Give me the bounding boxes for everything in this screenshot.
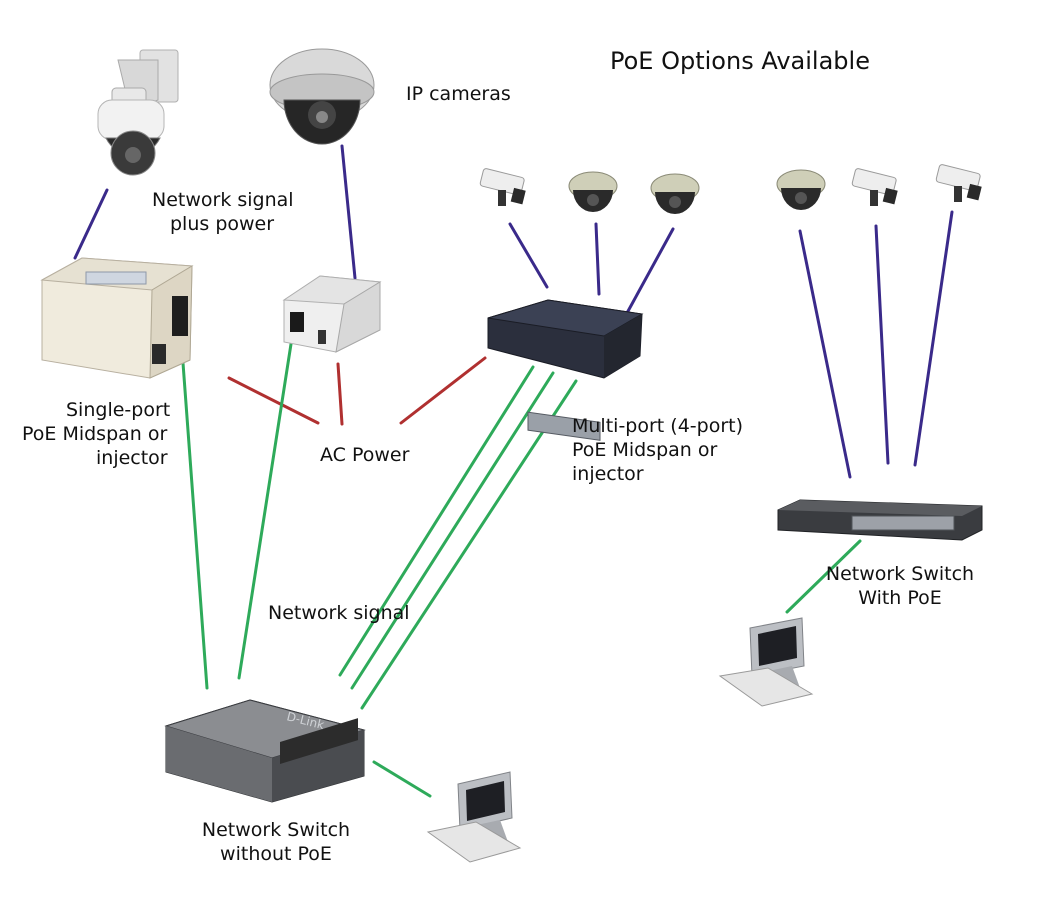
cam3-to-midspan-line — [625, 227, 675, 315]
power-over-ethernet-lines — [73, 144, 954, 479]
desktop-computer-icon-2 — [718, 617, 814, 707]
cam4-to-poe-switch-line — [798, 229, 852, 479]
single-injector-data-line — [181, 361, 209, 690]
small-injector-data-line — [237, 342, 293, 680]
switch-without-poe-label: Network Switch without PoE — [186, 818, 366, 866]
label-line: With PoE — [858, 587, 942, 609]
midspan-data-line-2 — [350, 371, 555, 690]
cam1-to-midspan-line — [508, 222, 549, 289]
desktop-computer-icon — [426, 771, 522, 863]
label-line: injector — [572, 463, 644, 485]
label-line: plus power — [170, 213, 275, 235]
box-camera-icon — [935, 164, 982, 202]
cam6-to-poe-switch-line — [913, 210, 954, 467]
box-camera-icon — [479, 168, 526, 206]
network-signal-plus-power-label: Network signal plus power — [152, 188, 312, 236]
ptz-to-injector-line — [73, 188, 109, 260]
poe-injector-icon — [282, 275, 382, 353]
network-signal-label: Network signal — [268, 602, 410, 624]
small-injector-power-line — [336, 362, 344, 426]
multiport-midspan-label: Multi-port (4-port) PoE Midspan or injec… — [572, 414, 762, 486]
ac-power-lines — [227, 356, 487, 426]
label-line: PoE Midspan or — [572, 439, 718, 461]
label-line: without PoE — [220, 843, 332, 865]
midspan-power-line — [399, 356, 487, 425]
poe-switch-to-pc-line — [785, 539, 862, 614]
label-line: Network Switch — [201, 819, 351, 841]
switch-with-poe-label: Network Switch With PoE — [810, 562, 990, 610]
switch-to-pc-line — [372, 760, 432, 798]
ac-power-label: AC Power — [320, 444, 410, 466]
cam2-to-midspan-line — [594, 222, 601, 296]
label-line: PoE Midspan or — [22, 423, 168, 445]
ip-camera-group — [479, 164, 982, 214]
cam5-to-poe-switch-line — [874, 224, 890, 465]
dome-camera-icon — [269, 48, 375, 145]
label-line: Single-port — [66, 399, 171, 421]
network-switch-icon: D-Link — [164, 699, 366, 803]
dome-to-injector-line — [340, 144, 357, 280]
poe-network-switch-icon — [777, 499, 983, 541]
midspan-data-line-3 — [360, 379, 578, 710]
ptz-camera-icon — [97, 49, 179, 176]
network-signal-lines — [181, 342, 862, 798]
label-line: Network Switch — [825, 563, 975, 585]
single-port-midspan-label: Single-port PoE Midspan or injector — [22, 398, 182, 470]
single-port-injector-icon — [40, 257, 194, 379]
dome-camera-icon — [650, 173, 700, 214]
multiport-midspan-icon — [487, 299, 644, 441]
label-line: injector — [96, 447, 168, 469]
ip-cameras-label: IP cameras — [406, 83, 511, 105]
single-injector-power-line — [227, 376, 320, 425]
midspan-data-line-1 — [338, 365, 535, 677]
diagram-title: PoE Options Available — [610, 47, 870, 75]
label-line: Network signal — [152, 189, 294, 211]
label-line: Multi-port (4-port) — [572, 415, 743, 437]
box-camera-icon — [851, 168, 898, 206]
dome-camera-icon — [568, 171, 618, 212]
dome-camera-icon — [776, 169, 826, 210]
